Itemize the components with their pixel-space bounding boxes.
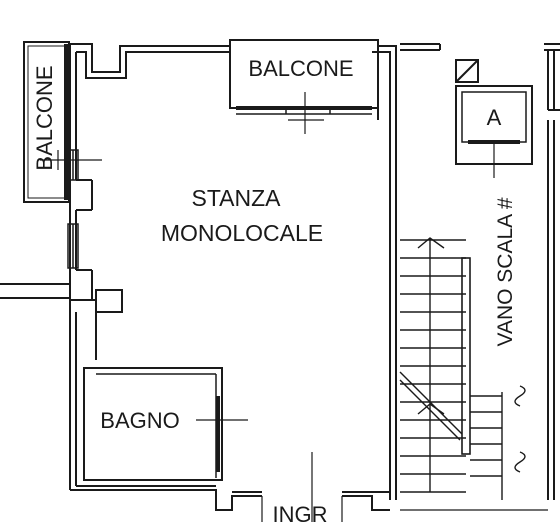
labels: BALCONE BALCONE STANZA MONOLOCALE BAGNO … bbox=[32, 56, 517, 522]
label-ingresso: INGR bbox=[273, 502, 328, 522]
elevator bbox=[455, 59, 533, 178]
label-elevator: A bbox=[487, 105, 502, 130]
bathroom-walls bbox=[83, 367, 248, 481]
room-walls bbox=[0, 43, 397, 511]
label-monolocale: MONOLOCALE bbox=[161, 220, 323, 246]
label-balcone-top: BALCONE bbox=[248, 56, 353, 81]
label-bagno: BAGNO bbox=[100, 408, 179, 433]
label-balcone-left: BALCONE bbox=[32, 65, 57, 170]
staircase bbox=[399, 237, 526, 500]
entrance bbox=[261, 452, 343, 522]
label-vano-scala: VANO SCALA # bbox=[494, 197, 517, 346]
left-windows bbox=[40, 149, 102, 269]
label-stanza: STANZA bbox=[191, 185, 281, 211]
stair-hall-walls bbox=[400, 43, 560, 511]
top-balcony bbox=[229, 39, 379, 134]
